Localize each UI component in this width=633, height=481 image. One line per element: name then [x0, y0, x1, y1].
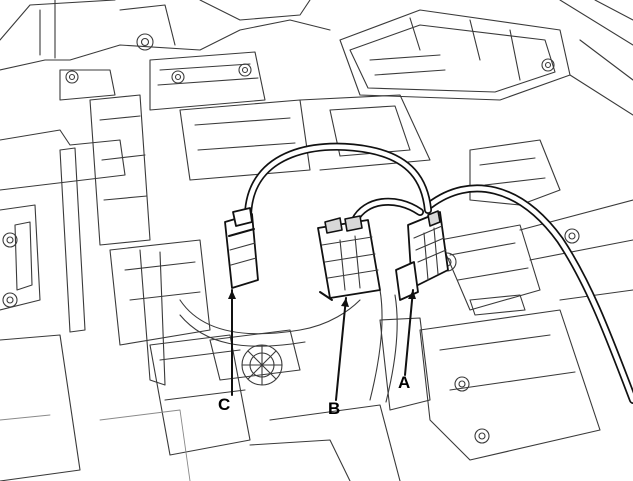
connector-b: [317, 215, 381, 301]
callout-label-a: A: [398, 373, 411, 392]
wiring-harness: [244, 142, 633, 404]
callout-label-c: C: [218, 395, 231, 414]
callout-label-b: B: [328, 399, 341, 418]
leader-b: [335, 297, 347, 401]
arrowhead-b: [341, 298, 349, 307]
callout-leaders: [228, 289, 416, 401]
arrowhead-a: [408, 290, 416, 299]
connector-a: [395, 210, 449, 301]
connector-c: [224, 207, 259, 289]
leader-a: [404, 289, 414, 376]
arrowhead-c: [228, 290, 236, 299]
